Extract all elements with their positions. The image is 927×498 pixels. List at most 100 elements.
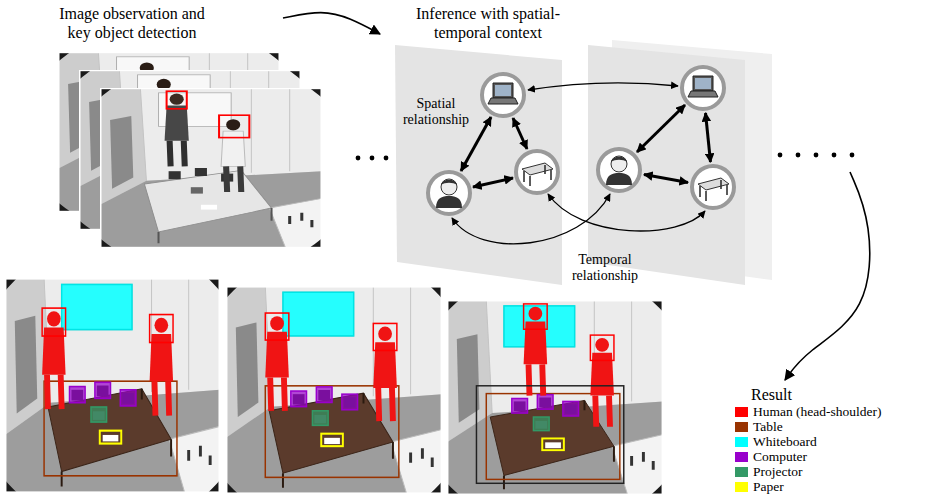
legend-swatch xyxy=(735,452,748,462)
legend-swatch xyxy=(735,437,748,447)
relation-label: Spatial relationship xyxy=(398,96,474,128)
photo xyxy=(226,286,442,494)
photo xyxy=(100,88,322,248)
photo xyxy=(590,335,614,360)
photo xyxy=(476,386,623,484)
photo xyxy=(226,286,442,494)
object-node-circle xyxy=(428,172,470,214)
object-node-circle xyxy=(482,74,524,116)
photo xyxy=(524,307,548,396)
photo xyxy=(447,300,663,495)
photo xyxy=(265,292,399,477)
frame-panel xyxy=(395,40,772,285)
legend-swatch xyxy=(735,467,748,477)
photo xyxy=(590,338,614,427)
relation-label: Temporal relationship xyxy=(560,252,650,284)
stage-region: ResultHuman (head-shoulder)TableWhiteboa… xyxy=(733,380,923,494)
photo xyxy=(447,300,663,495)
object-node-circle xyxy=(682,67,724,109)
object-node-circle xyxy=(516,151,558,193)
photo xyxy=(524,304,548,329)
legend-row: Whiteboard xyxy=(735,434,923,449)
temporal-arrow xyxy=(528,83,678,90)
flow-arrow xyxy=(283,13,380,34)
object-node-circle xyxy=(682,67,724,109)
photo xyxy=(100,88,322,248)
legend-swatch xyxy=(735,482,748,492)
object-node-circle xyxy=(692,166,734,208)
photo xyxy=(226,286,442,494)
legend-swatch xyxy=(735,407,748,417)
photo xyxy=(42,308,65,336)
photo xyxy=(265,313,289,340)
ellipsis-dots xyxy=(356,156,361,161)
stage-heading: Inference with spatial-temporal context xyxy=(403,4,573,42)
photo-stack xyxy=(23,24,358,276)
object-node-circle xyxy=(598,149,640,191)
frame-panel xyxy=(588,45,745,285)
photo xyxy=(150,318,173,416)
legend-text: Computer xyxy=(753,449,807,464)
object-node-circle xyxy=(428,172,470,214)
photo xyxy=(373,323,397,350)
legend-row: Projector xyxy=(735,464,923,479)
photo xyxy=(165,94,189,167)
ellipsis-dots xyxy=(850,153,855,158)
spatial-arrow xyxy=(706,113,711,162)
stage-region: Image observation and key object detecti… xyxy=(28,4,283,42)
temporal-arrow xyxy=(548,194,705,231)
spatial-arrow xyxy=(637,105,685,152)
object-node-circle xyxy=(488,83,518,104)
photo xyxy=(44,284,177,475)
photo xyxy=(150,315,173,343)
photo xyxy=(221,119,245,192)
object-node-circle xyxy=(688,76,718,97)
frame-panel xyxy=(395,45,562,285)
object-node-circle xyxy=(606,156,632,185)
stage-heading: Image observation and key object detecti… xyxy=(52,4,212,42)
photo xyxy=(79,70,301,230)
photo xyxy=(447,300,663,495)
legend-swatch xyxy=(735,422,748,432)
ellipsis-dots xyxy=(832,153,837,158)
object-node-circle xyxy=(482,74,524,116)
legend-row: Human (head-shoulder) xyxy=(735,404,923,419)
legend-row: Paper xyxy=(735,479,923,494)
photo xyxy=(5,278,220,493)
object-node-circle xyxy=(436,179,462,208)
legend-row: Computer xyxy=(735,449,923,464)
legend-text: Table xyxy=(753,419,783,434)
legend-text: Paper xyxy=(753,479,784,494)
legend-row: Table xyxy=(735,419,923,434)
ellipsis-dots xyxy=(778,153,783,158)
temporal-arrow xyxy=(452,194,610,244)
object-node-circle xyxy=(516,151,558,193)
ellipsis-dots xyxy=(796,153,801,158)
photo xyxy=(447,300,663,495)
spatial-arrow xyxy=(513,118,527,149)
object-node-circle xyxy=(428,67,734,214)
ellipsis-dots xyxy=(814,153,819,158)
legend-text: Human (head-shoulder) xyxy=(753,404,882,419)
photo xyxy=(373,327,397,422)
object-node-circle xyxy=(692,166,734,208)
stage-region: Inference with spatial-temporal context xyxy=(380,4,850,276)
detection-box xyxy=(219,115,249,137)
ellipsis-dots xyxy=(384,156,389,161)
spatial-arrow xyxy=(473,178,513,187)
ellipsis-dots xyxy=(370,156,375,161)
photo xyxy=(42,311,65,409)
photo xyxy=(265,316,289,411)
photo xyxy=(226,286,442,494)
result-photos xyxy=(0,240,697,498)
photo xyxy=(486,306,620,480)
flow-arrow xyxy=(785,172,870,380)
photo xyxy=(79,70,301,230)
stage-heading: Result xyxy=(751,385,921,404)
spatial-arrow xyxy=(644,175,688,183)
photo xyxy=(100,88,322,248)
object-node-circle xyxy=(698,178,729,201)
detection-box xyxy=(167,91,187,109)
